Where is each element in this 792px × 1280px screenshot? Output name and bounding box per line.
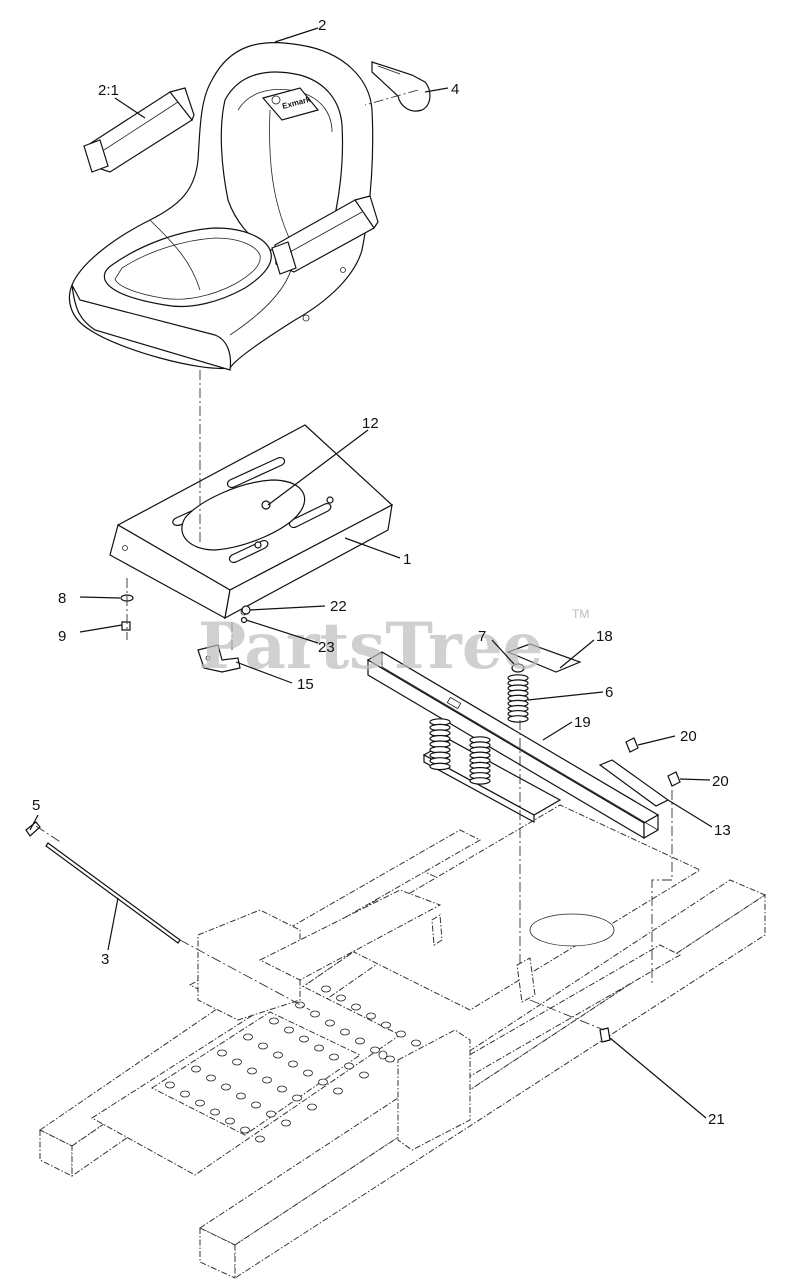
floor-hole [266,1110,276,1118]
floor-hole [321,985,331,993]
callout-5: 5 [32,797,40,814]
callout-7: 7 [478,628,486,645]
callout-12: 12 [362,415,379,432]
callout-1: 1 [403,551,411,568]
right-armrest [271,195,379,275]
floor-hole [351,1003,361,1011]
left-armrest [83,87,195,173]
callout-4: 4 [451,81,459,98]
floor-hole [329,1053,339,1061]
floor-hole [232,1058,242,1066]
floor-hole [262,1076,272,1084]
floor-hole [284,1026,294,1034]
callout-2-1: 2:1 [98,82,119,99]
floor-hole [310,1010,320,1018]
callout-21: 21 [708,1111,725,1128]
floor-hole [336,994,346,1002]
floor-hole [355,1037,365,1045]
suspension-assembly [366,643,681,840]
seat-logo-badge: Exmark [261,87,320,121]
spring [507,674,529,723]
floor-hole [366,1012,376,1020]
floor-hole [411,1039,421,1047]
floor-hole [240,1126,250,1134]
floor-hole [370,1046,380,1054]
floor-hole [225,1117,235,1125]
floor-hole [344,1062,354,1070]
floor-hole [269,1017,279,1025]
floor-hole [251,1101,261,1109]
callout-3: 3 [101,951,109,968]
callout-23: 23 [318,639,335,656]
floor-hole [281,1119,291,1127]
callout-20-bottom: 20 [712,773,729,790]
seat-plate [109,424,394,620]
floor-hole [314,1044,324,1052]
watermark: PartsTree TM [198,607,589,684]
callout-15: 15 [297,676,314,693]
floor-hole [325,1019,335,1027]
alignment-lines [35,89,673,1031]
hardware [25,594,611,1043]
watermark-brand: PartsTree [198,609,543,684]
leader-lines [29,27,713,1119]
floor-hole [236,1092,246,1100]
callout-8: 8 [58,590,66,607]
floor-hole [180,1090,190,1098]
mower-frame [39,804,767,1279]
floor-hole [381,1021,391,1029]
floor-holes [165,985,421,1143]
floor-hole [340,1028,350,1036]
floor-hole [221,1083,231,1091]
callout-9: 9 [58,628,66,645]
floor-hole [292,1094,302,1102]
watermark-tm: TM [572,607,589,621]
callout-18: 18 [596,628,613,645]
floor-hole [288,1060,298,1068]
floor-hole [243,1033,253,1041]
callout-13: 13 [714,822,731,839]
manual-holder [371,61,431,112]
floor-hole [396,1030,406,1038]
floor-hole [273,1051,283,1059]
floor-hole [247,1067,257,1075]
floor-hole [307,1103,317,1111]
callout-19: 19 [574,714,591,731]
callout-6: 6 [605,684,613,701]
floor-hole [255,1135,265,1143]
springs [429,674,529,785]
floor-hole [333,1087,343,1095]
callout-22: 22 [330,598,347,615]
floor-hole [303,1069,313,1077]
floor-hole [359,1071,369,1079]
floor-hole [277,1085,287,1093]
callout-2: 2 [318,17,326,34]
floor-hole [195,1099,205,1107]
spring [429,718,451,771]
callout-20-top: 20 [680,728,697,745]
callout-labels: 2 2:1 4 12 1 8 9 22 23 15 7 18 6 19 20 2… [32,17,731,1128]
floor-hole [191,1065,201,1073]
floor-hole [165,1081,175,1089]
floor-hole [385,1055,395,1063]
spring [469,736,491,785]
floor-hole [258,1042,268,1050]
seat-assembly: Exmark [68,42,379,371]
floor-hole [217,1049,227,1057]
floor-hole [318,1078,328,1086]
floor-hole [206,1074,216,1082]
floor-hole [299,1035,309,1043]
floor-hole [210,1108,220,1116]
